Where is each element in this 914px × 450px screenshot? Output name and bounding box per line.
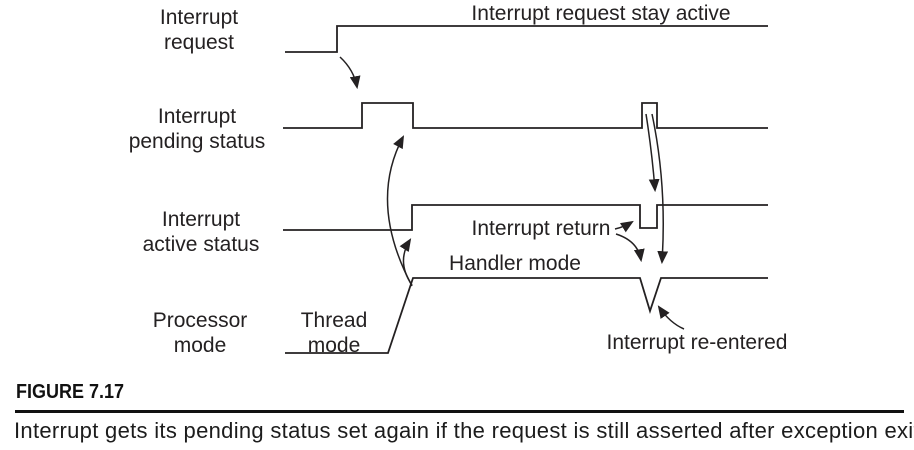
annotation-interrupt-reentered: Interrupt re-entered [606,331,788,354]
annotation-arrows [339,56,685,330]
arrow-handler-entry-sets-active [399,238,413,286]
arrow-reentered-pointer [657,305,685,330]
label-line: Interrupt [161,208,241,231]
annotation-stay-active: Interrupt request stay active [471,2,731,25]
arrow-return-exits-handler [615,233,645,263]
arrow-pending-pulse-to-handler [651,113,669,265]
signal-interrupt-pending-status [283,102,768,129]
label-line: Processor [152,309,248,332]
figure-label: FIGURE 7.17 [16,381,125,403]
timing-diagram: Interrupt request Interrupt pending stat… [129,2,788,358]
annotation-interrupt-return: Interrupt return [471,217,611,240]
arrow-request-sets-pending [339,56,361,90]
signal-interrupt-active-status [283,204,768,231]
caption-rule [15,410,904,413]
signal-interrupt-request [285,25,768,53]
label-line: pending status [128,130,266,153]
label-line: mode [173,334,227,357]
label-line: mode [307,334,361,357]
annotation-thread-mode: Thread mode [301,308,368,358]
label-line: Thread [300,309,368,332]
label-interrupt-pending-status: Interrupt pending status [129,104,266,154]
waveform-canvas [283,25,768,354]
arrow-handler-entry-clears-pending [386,135,413,287]
label-line: active status [142,233,260,256]
label-line: request [163,31,235,54]
label-interrupt-active-status: Interrupt active status [143,207,260,257]
figure-caption: Interrupt gets its pending status set ag… [14,418,914,443]
label-line: Interrupt [157,105,237,128]
annotation-handler-mode: Handler mode [449,252,581,275]
figure-caption-block: FIGURE 7.17 Interrupt gets its pending s… [0,368,914,450]
signal-processor-mode [285,277,768,354]
label-processor-mode: Processor mode [153,308,248,358]
label-interrupt-request: Interrupt request [160,5,238,55]
arrow-pending-pulse-to-active [645,113,660,193]
arrow-return-clears-active [614,220,634,233]
label-line: Interrupt [159,6,239,29]
signal-waveforms [283,25,768,354]
